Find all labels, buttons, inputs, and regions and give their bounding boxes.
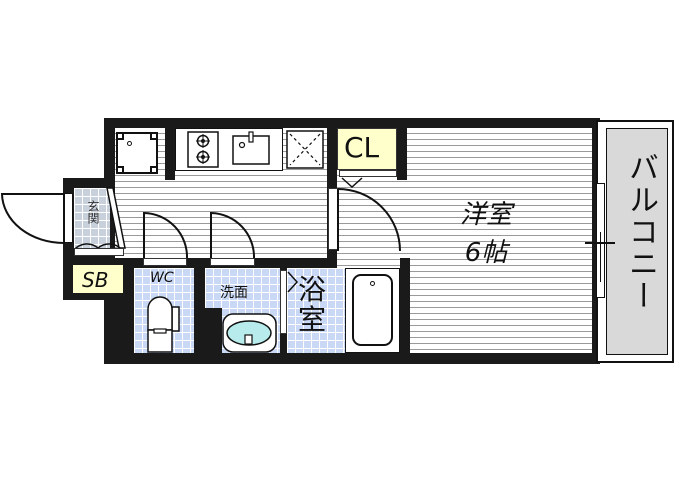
balcony xyxy=(606,128,668,355)
entrance-step-icon xyxy=(106,187,126,249)
closet-side-wall xyxy=(397,128,407,180)
bathroom-label: 浴室 xyxy=(298,275,326,335)
western-room-name: 洋室 xyxy=(460,200,513,230)
fridge-corner-tl xyxy=(116,132,124,140)
ventilation-space-icon xyxy=(286,130,324,169)
entrance-floor xyxy=(74,188,110,248)
bathtub-drain xyxy=(370,281,375,286)
closet-door[interactable] xyxy=(339,170,397,177)
bathroom-door[interactable] xyxy=(280,270,287,334)
fridge-corner-br xyxy=(150,166,158,174)
western-room-size: 6帖 xyxy=(464,238,508,268)
shoe-box xyxy=(73,265,123,293)
window-center-mark xyxy=(585,242,615,244)
washroom-door-swing-icon[interactable] xyxy=(210,211,256,260)
western-room-door-swing-icon[interactable] xyxy=(337,188,407,252)
bathroom-right-wall xyxy=(400,258,410,358)
kitchen-sink-icon xyxy=(232,131,270,165)
balcony-window-mullion xyxy=(600,232,601,282)
fridge-corner-tr xyxy=(150,132,158,140)
balcony-label: バルコニー xyxy=(623,152,658,312)
washroom-label: 洗面 xyxy=(220,285,248,301)
closet-door-marker-icon xyxy=(341,177,363,189)
closet-label: CL xyxy=(344,131,380,164)
fridge-corner-bl xyxy=(116,166,124,174)
front-door-swing-icon[interactable] xyxy=(0,193,65,245)
fridge-dot xyxy=(127,141,132,146)
bathroom-door-marker-icon xyxy=(287,271,299,293)
kitchen-pillar xyxy=(165,128,175,180)
toilet-door[interactable] xyxy=(143,258,187,266)
entrance-label: 玄関 xyxy=(86,200,100,224)
toilet-fixture-icon xyxy=(147,296,180,353)
shoe-box-door[interactable] xyxy=(74,248,124,256)
bathtub-inner xyxy=(352,274,393,346)
toilet-door-swing-icon[interactable] xyxy=(143,211,189,260)
front-door-frame xyxy=(64,193,73,243)
western-room-label: 洋室 6帖 xyxy=(460,200,512,268)
shoe-box-label: SB xyxy=(82,268,109,292)
washroom-door[interactable] xyxy=(210,258,255,266)
wc-wash-wall xyxy=(194,258,204,358)
toilet-label: WC xyxy=(150,270,174,286)
bathroom-name: 浴室 xyxy=(298,273,327,336)
stove-burners-icon xyxy=(187,131,219,168)
wash-basin-icon xyxy=(222,313,277,353)
closet xyxy=(337,128,397,170)
washroom-notch xyxy=(205,308,222,353)
